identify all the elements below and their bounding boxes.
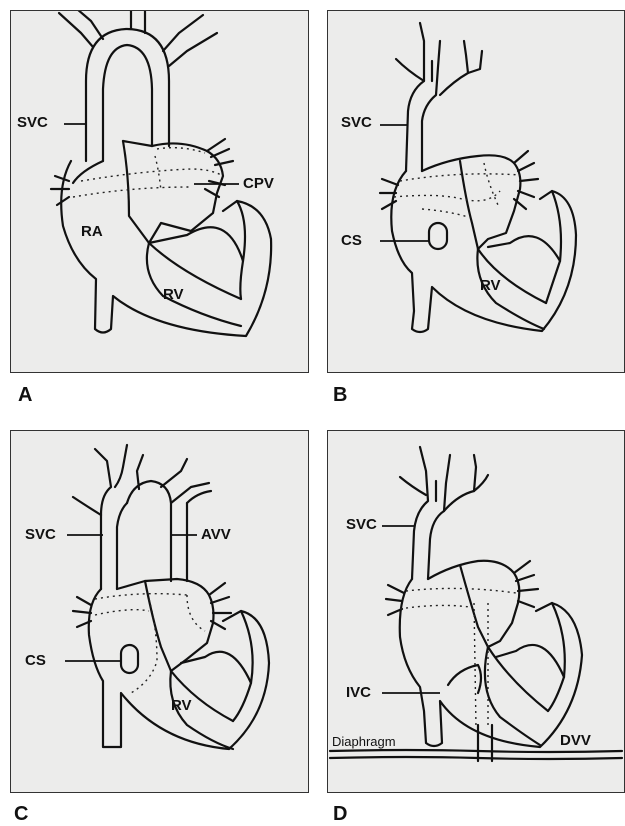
svc-label: SVC	[17, 115, 48, 130]
rv-label: RV	[171, 698, 192, 713]
svc-label: SVC	[25, 527, 56, 542]
cs-label: CS	[341, 233, 362, 248]
panel-letter-b: B	[333, 384, 347, 407]
heart-drawing-c	[11, 431, 310, 794]
dvv-label: DVV	[560, 733, 591, 748]
panel-letter-d: D	[333, 803, 347, 826]
panel-a: SVC CPV RA RV	[10, 10, 309, 373]
ivc-label: IVC	[346, 685, 371, 700]
panel-c: SVC AVV CS RV	[10, 430, 309, 793]
panel-d: SVC IVC Diaphragm DVV	[327, 430, 625, 793]
cpv-label: CPV	[243, 176, 274, 191]
rv-label: RV	[480, 278, 501, 293]
avv-label: AVV	[201, 527, 231, 542]
svc-label: SVC	[341, 115, 372, 130]
diaphragm-label: Diaphragm	[332, 735, 396, 748]
heart-drawing-a	[11, 11, 310, 374]
cs-label: CS	[25, 653, 46, 668]
heart-drawing-b	[328, 11, 625, 374]
rv-label: RV	[163, 287, 184, 302]
panel-b: SVC CS RV	[327, 10, 625, 373]
panel-letter-c: C	[14, 803, 28, 826]
svc-label: SVC	[346, 517, 377, 532]
ra-label: RA	[81, 224, 103, 239]
panel-letter-a: A	[18, 384, 32, 407]
